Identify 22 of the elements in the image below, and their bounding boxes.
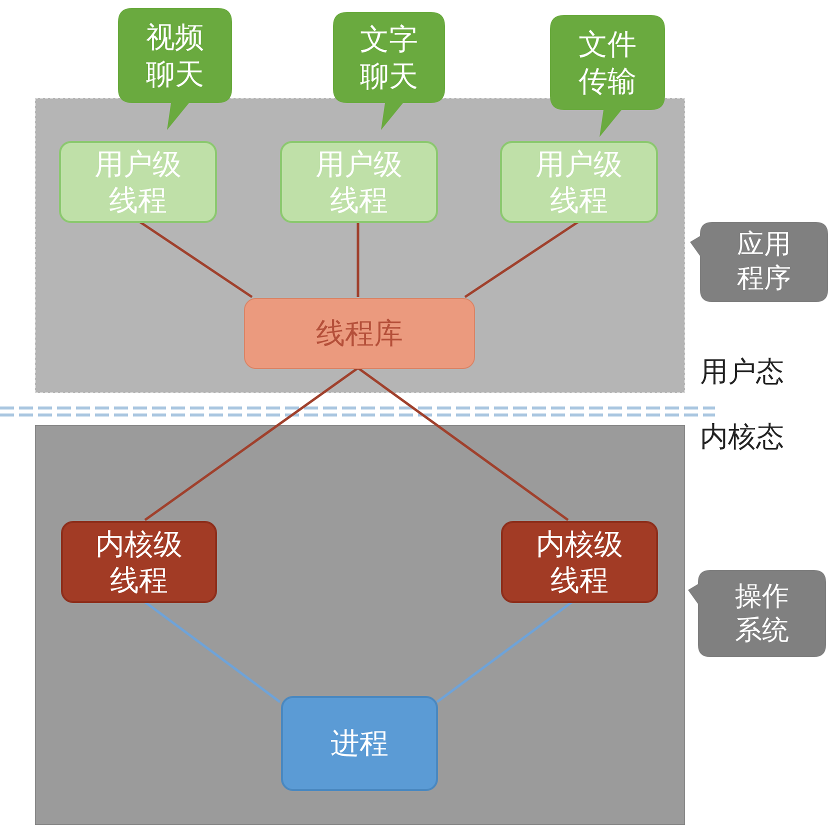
callout-tag: 应用程序 <box>690 222 828 302</box>
library-box: 线程库 <box>244 298 475 369</box>
thread-box: 用户级线程 <box>500 141 658 223</box>
callout-tag: 操作系统 <box>688 570 826 657</box>
process-box: 进程 <box>281 696 438 791</box>
thread-box: 用户级线程 <box>280 141 438 223</box>
connector-line <box>144 601 281 703</box>
connector-line <box>464 220 579 298</box>
mode-label: 用户态 <box>700 354 784 390</box>
connector-line <box>356 222 360 297</box>
connector-line <box>144 366 359 522</box>
connector-line <box>357 366 569 522</box>
kernel-space-panel <box>35 425 685 825</box>
speech-bubble: 文字聊天 <box>333 12 445 130</box>
speech-bubble: 文件传输 <box>550 15 665 137</box>
connector-line <box>436 601 573 703</box>
thread-box: 内核级线程 <box>501 521 658 603</box>
user-space-panel <box>35 98 685 393</box>
thread-box: 内核级线程 <box>61 521 217 603</box>
thread-box: 用户级线程 <box>59 141 217 223</box>
mode-label: 内核态 <box>700 419 784 455</box>
connector-line <box>139 220 253 298</box>
